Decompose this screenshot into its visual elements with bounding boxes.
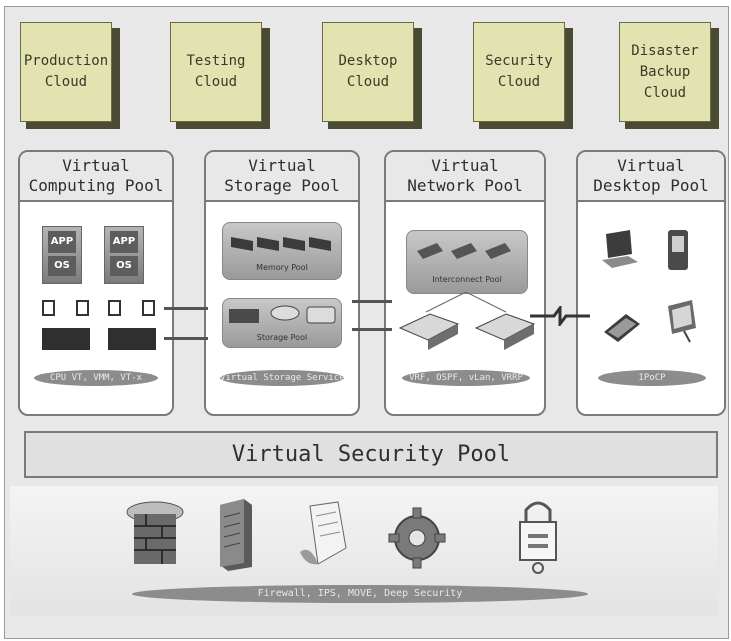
connector-line (164, 337, 208, 340)
storage-pool-icon: Storage Pool (222, 298, 342, 348)
memory-pool-icon: Memory Pool (222, 222, 342, 280)
monitor-icon (76, 300, 89, 316)
pool-title: Virtual Network Pool (386, 152, 544, 202)
cloud-testing: Testing Cloud (170, 22, 270, 129)
monitor-icon (108, 300, 121, 316)
app-label: APP (48, 231, 76, 253)
virtual-computing-pool: Virtual Computing Pool APP OS APP OS CPU… (18, 150, 174, 416)
wireless-link-icon (530, 306, 590, 326)
pool-footer: CPU VT, VMM, VT-x (34, 370, 158, 386)
pool-title: Virtual Storage Pool (206, 152, 358, 202)
memory-pool-label: Memory Pool (256, 263, 308, 272)
tablet-icon (604, 314, 640, 342)
firewall-icon (126, 501, 184, 564)
pool-footer: VRF, OSPF, vLan, VRRP (402, 370, 530, 386)
vm-app-icon: APP OS (104, 226, 144, 284)
pool-title: Virtual Computing Pool (20, 152, 172, 202)
security-pool-footer: Firewall, IPS, MOVE, Deep Security (132, 585, 588, 603)
os-label: OS (48, 256, 76, 276)
monitor-icon (42, 300, 55, 316)
server-icon (42, 328, 90, 350)
cloud-disaster-backup: Disaster Backup Cloud (619, 22, 719, 129)
server-icon (108, 328, 156, 350)
cloud-production: Production Cloud (20, 22, 120, 129)
pool-footer: IPoCP (598, 370, 706, 386)
app-label: APP (110, 231, 138, 253)
pool-title: Virtual Desktop Pool (578, 152, 724, 202)
virtual-desktop-pool: Virtual Desktop Pool IPoCP (576, 150, 726, 416)
interconnect-pool-label: Interconnect Pool (432, 275, 502, 284)
cloud-label: Desktop Cloud (322, 22, 414, 122)
document-scroll-icon (300, 501, 347, 565)
switch-icon (398, 292, 536, 350)
storage-pool-label: Storage Pool (256, 333, 308, 342)
connector-line (352, 328, 392, 331)
interconnect-pool-icon: Interconnect Pool (406, 230, 528, 294)
cloud-label: Production Cloud (20, 22, 112, 122)
connector-line (352, 300, 392, 303)
cloud-security: Security Cloud (473, 22, 573, 129)
memory-modules-icon (231, 237, 331, 251)
router-icon (417, 243, 511, 259)
storage-devices-icon (229, 305, 336, 324)
touchscreen-icon (668, 300, 696, 343)
monitor-icon (142, 300, 155, 316)
laptop-icon (602, 230, 638, 268)
connector-line (164, 307, 208, 310)
pool-footer: Virtual Storage Service (220, 370, 344, 386)
cloud-desktop: Desktop Cloud (322, 22, 422, 129)
virtual-network-pool: Virtual Network Pool Interconnect Pool V… (384, 150, 546, 416)
pda-icon (668, 230, 688, 270)
cloud-label: Disaster Backup Cloud (619, 22, 711, 122)
security-pool-title: Virtual Security Pool (24, 431, 718, 478)
vm-app-icon: APP OS (42, 226, 82, 284)
virtual-storage-pool: Virtual Storage Pool Memory Pool Storage… (204, 150, 360, 416)
cloud-label: Security Cloud (473, 22, 565, 122)
gear-icon (388, 507, 446, 569)
cloud-label: Testing Cloud (170, 22, 262, 122)
os-label: OS (110, 256, 138, 276)
server-tower-icon (220, 499, 252, 571)
padlock-icon (519, 501, 557, 574)
